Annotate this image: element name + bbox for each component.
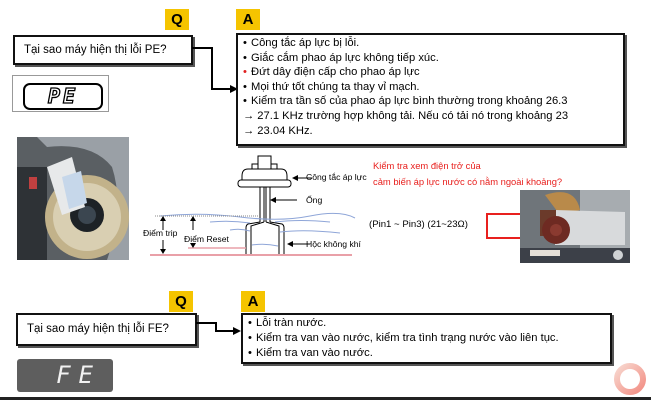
pe-error-display: PE: [12, 75, 109, 112]
answer-item: •Đứt dây điện cấp cho phao áp lực: [243, 66, 420, 79]
pressure-switch-photo-art: [17, 137, 129, 260]
label-trip-point: Điểm trip: [143, 228, 178, 238]
pressure-switch-photo: [17, 137, 129, 260]
q-tag-fe: Q: [169, 291, 193, 312]
bottom-divider: [0, 397, 651, 400]
answer-item: •Kiểm tra tần số của phao áp lực bình th…: [243, 95, 568, 108]
decorative-ring-icon: [614, 363, 646, 395]
pin-resistance-text: (Pin1 ~ Pin3) (21~23Ω): [369, 219, 468, 230]
label-air-chamber: Hộc không khí: [306, 239, 361, 249]
answer-item: •Kiểm tra van vào nước, kiểm tra tình tr…: [248, 332, 559, 344]
sensor-connector-photo: [520, 190, 630, 263]
resistance-question-line2: cảm biến áp lực nước có nằm ngoài khoảng…: [373, 176, 563, 187]
answer-list-fe: •Lỗi tràn nước. •Kiểm tra van vào nước, …: [243, 315, 610, 361]
answer-item: •Giắc cắm phao áp lực không tiếp xúc.: [243, 51, 439, 64]
question-text-fe: Tại sao máy hiện thị lỗi FE?: [27, 323, 169, 335]
question-text-pe: Tại sao máy hiện thị lỗi PE?: [24, 44, 167, 56]
connector-arrow-fe: [196, 322, 241, 335]
answer-item-continued: → 27.1 KHz trường hợp không tải. Nếu có …: [243, 109, 569, 122]
q-tag-pe: Q: [165, 9, 189, 30]
answer-item: •Kiểm tra van vào nước.: [248, 347, 373, 359]
answer-item: •Lỗi tràn nước.: [248, 317, 327, 329]
a-tag-pe: A: [236, 9, 260, 30]
answer-item-continued: → 23.04 KHz.: [243, 124, 313, 137]
label-reset-point: Điểm Reset: [184, 234, 229, 244]
answer-item: •Mọi thứ tốt chúng ta thay vỉ mạch.: [243, 80, 420, 93]
a-tag-fe: A: [241, 291, 265, 312]
answer-item: •Công tắc áp lực bị lỗi.: [243, 37, 360, 49]
pe-display-code: PE: [23, 83, 103, 110]
fe-error-display: FE: [17, 359, 113, 392]
connector-arrow-pe: [192, 47, 238, 93]
answer-list-pe: •Công tắc áp lực bị lỗi. •Giắc cắm phao …: [238, 35, 623, 138]
pressure-switch-diagram: [150, 155, 356, 256]
resistance-question-line1: Kiểm tra xem điện trở của: [373, 160, 481, 171]
answer-box-pe: •Công tắc áp lực bị lỗi. •Giắc cắm phao …: [236, 33, 625, 146]
question-box-pe: Tại sao máy hiện thị lỗi PE?: [13, 35, 193, 65]
label-pressure-switch: Công tắc áp lực: [306, 172, 367, 182]
question-box-fe: Tại sao máy hiện thị lỗi FE?: [16, 313, 197, 346]
answer-box-fe: •Lỗi tràn nước. •Kiểm tra van vào nước, …: [241, 313, 612, 364]
sensor-connector-photo-art: [520, 190, 630, 263]
label-tube: Ống: [306, 195, 323, 205]
